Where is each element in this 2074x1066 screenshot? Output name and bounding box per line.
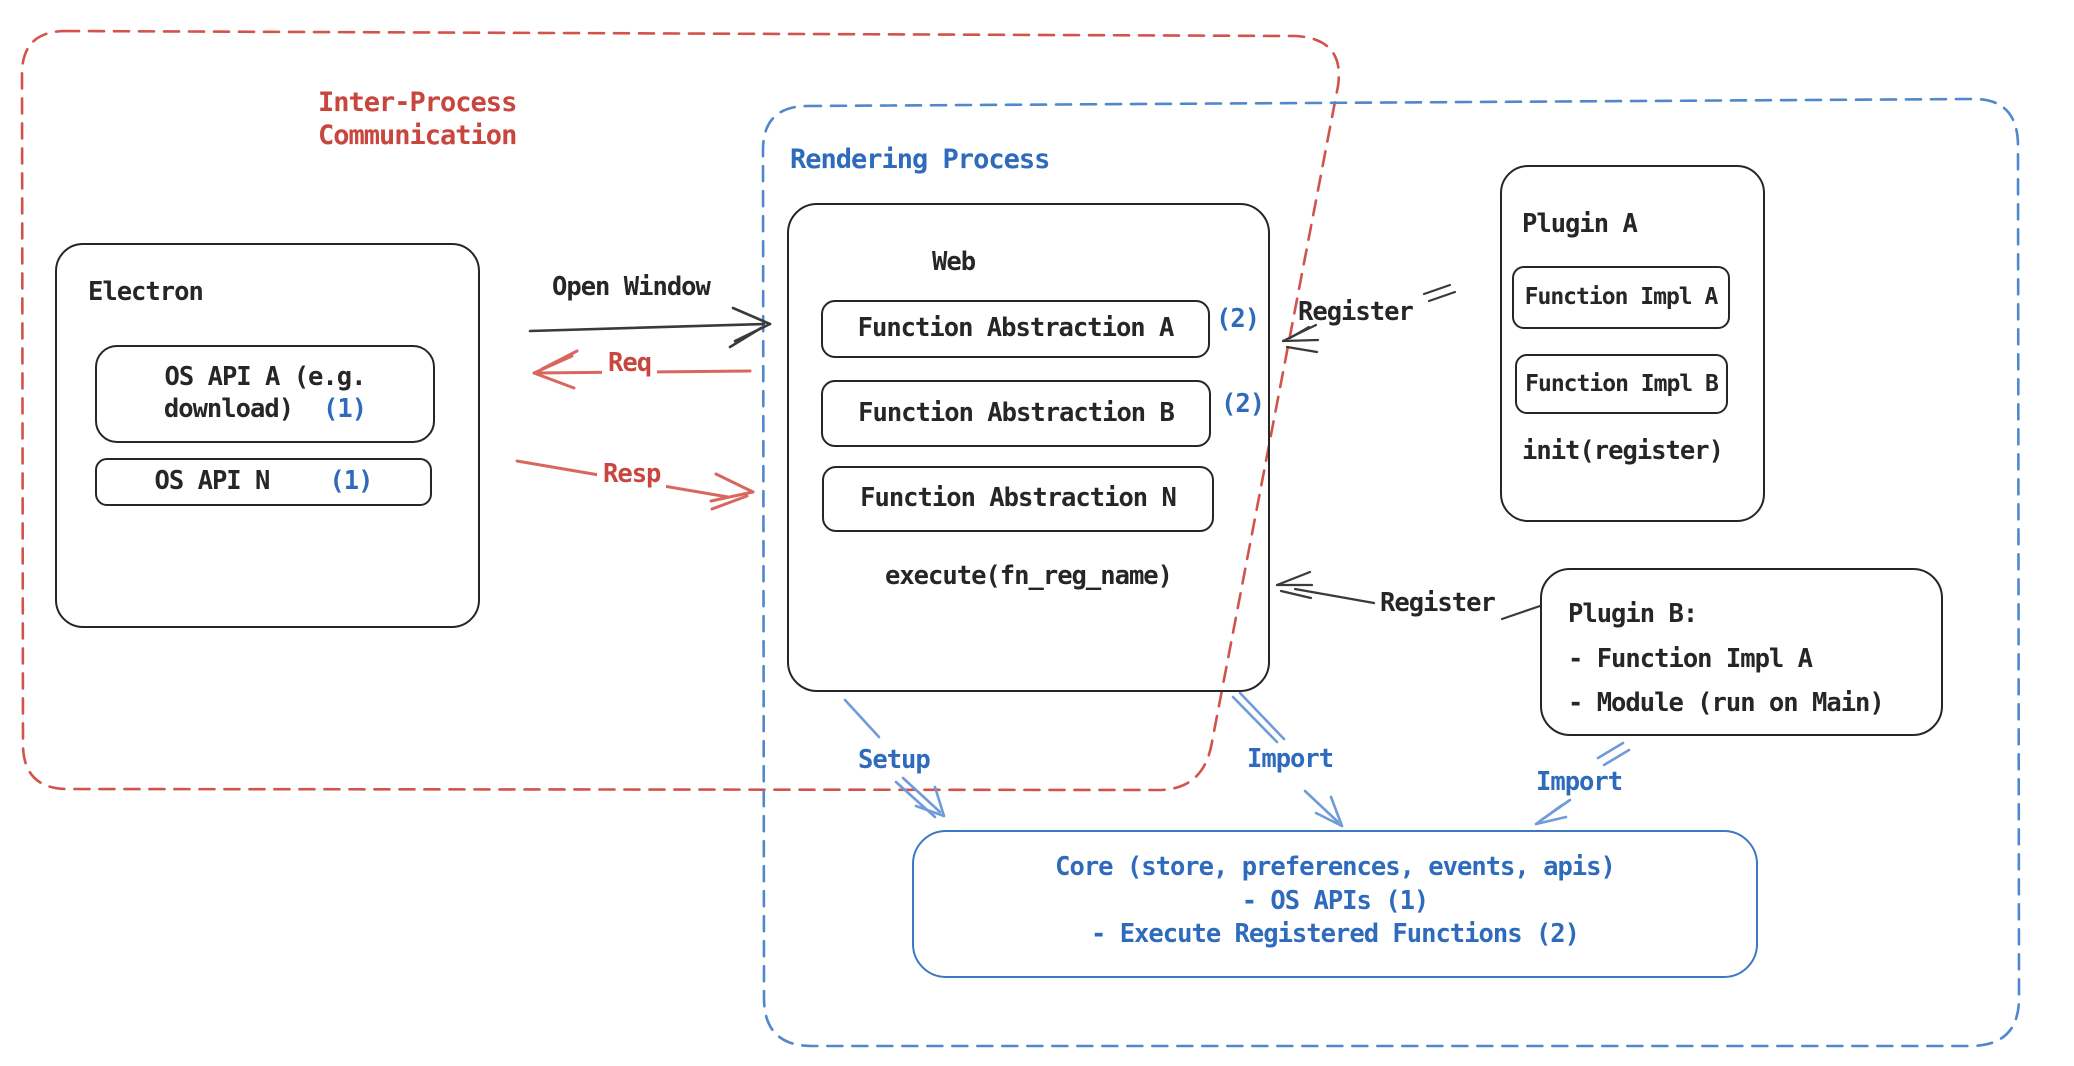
plugin-b-item-1: - Function Impl A xyxy=(1568,643,1813,674)
core-item-2: - Execute Registered Functions (2) xyxy=(1091,919,1580,949)
web-title: Web xyxy=(932,247,976,277)
register-bottom-arrow xyxy=(1275,570,1542,621)
plugin-b-node xyxy=(1540,568,1943,736)
function-abstraction-b-label: Function Abstraction B xyxy=(858,397,1175,428)
import-web-arrow xyxy=(1231,691,1344,828)
core-item-1: - OS APIs (1) xyxy=(1241,885,1430,916)
register-bottom-label: Register xyxy=(1380,588,1496,618)
plugin-b-item-2: - Module (run on Main) xyxy=(1568,688,1885,718)
function-abstraction-a-label: Function Abstraction A xyxy=(857,313,1175,344)
import-plugin-b-arrow xyxy=(1534,741,1631,826)
core-text: Core (store, preferences, events, apis)-… xyxy=(912,851,1758,952)
open-window-label: Open Window xyxy=(552,272,711,302)
register-top-label: Register xyxy=(1298,297,1414,327)
rendering-boundary xyxy=(761,97,2021,1048)
function-abstraction-n-node: Function Abstraction N xyxy=(822,466,1214,532)
function-impl-b-node: Function Impl B xyxy=(1515,354,1728,414)
rendering-group-label: Rendering Process xyxy=(790,144,1050,175)
open-window-arrow xyxy=(528,306,772,349)
register-top-arrow xyxy=(1281,283,1457,354)
os-api-a-node: OS API A (e.g. download) (1) xyxy=(95,345,435,443)
core-title: Core (store, preferences, events, apis) xyxy=(1055,852,1616,882)
os-api-n-label: OS API N xyxy=(154,466,271,497)
os-api-a-badge: (1) xyxy=(323,394,367,424)
function-impl-b-label: Function Impl B xyxy=(1525,370,1719,397)
import-web-label: Import xyxy=(1247,744,1334,774)
core-node xyxy=(912,830,1758,978)
function-abstraction-a-node: Function Abstraction A xyxy=(821,300,1210,358)
resp-label: Resp xyxy=(597,459,667,491)
import-plugin-b-label: Import xyxy=(1536,767,1623,797)
electron-node xyxy=(55,243,480,628)
execute-label: execute(fn_reg_name) xyxy=(884,561,1173,591)
os-api-a-text: download) xyxy=(163,394,294,424)
plugin-a-node xyxy=(1500,165,1765,522)
os-api-a-label-line1: OS API A (e.g. xyxy=(164,362,367,393)
setup-label: Setup xyxy=(858,745,931,775)
function-abstraction-a-badge: (2) xyxy=(1216,304,1260,334)
init-register-label: init(register) xyxy=(1522,436,1724,466)
setup-arrow xyxy=(843,698,946,819)
electron-title: Electron xyxy=(88,277,204,307)
function-impl-a-label: Function Impl A xyxy=(1524,284,1719,311)
web-node xyxy=(787,203,1270,692)
ipc-boundary xyxy=(20,29,1341,792)
function-impl-a-node: Function Impl A xyxy=(1512,266,1730,329)
function-abstraction-n-label: Function Abstraction N xyxy=(860,483,1177,514)
function-abstraction-b-node: Function Abstraction B xyxy=(821,380,1211,447)
function-abstraction-b-badge: (2) xyxy=(1221,389,1265,419)
os-api-n-badge: (1) xyxy=(329,466,373,497)
plugin-b-text: Plugin B: - Function Impl A - Module (run … xyxy=(1568,592,1885,726)
os-api-n-node: OS API N (1) xyxy=(95,458,432,506)
os-api-a-label-line2: download) (1) xyxy=(163,394,367,426)
plugin-a-title: Plugin A xyxy=(1522,209,1638,239)
req-label: Req xyxy=(602,348,658,380)
plugin-b-title: Plugin B: xyxy=(1568,599,1698,629)
